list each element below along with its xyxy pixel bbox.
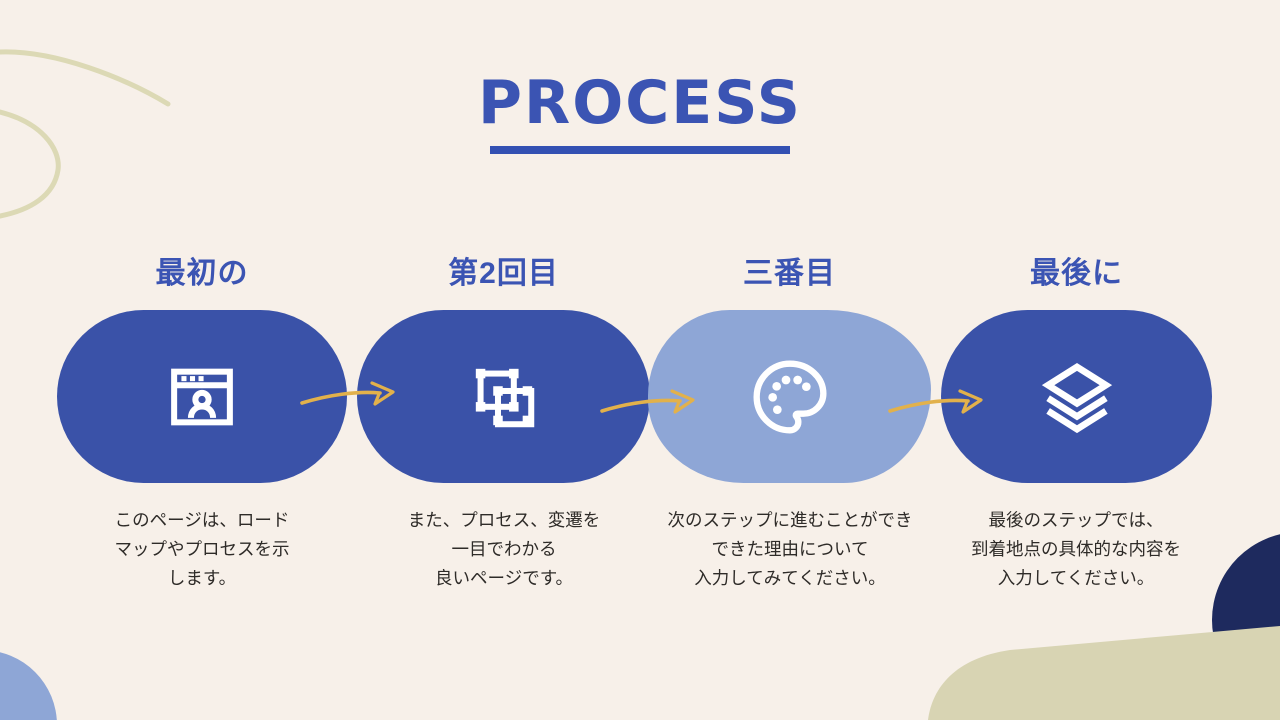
swirl-line-decoration xyxy=(0,49,171,219)
step-2-pill xyxy=(357,310,650,483)
step-3-pill xyxy=(648,310,931,483)
step-3-caption: 次のステップに進むことができ できた理由について 入力してみてください。 xyxy=(667,510,913,589)
arrow-icon xyxy=(300,381,395,406)
step-3-heading: 三番目 xyxy=(743,257,836,290)
step-4-caption: 最後のステップでは、 到着地点の具体的な内容を 入力してください。 xyxy=(971,510,1181,589)
palette-icon xyxy=(750,357,830,437)
layers-icon xyxy=(1039,359,1115,435)
step-2-caption: また、プロセス、変遷を 一目でわかる 良いページです。 xyxy=(407,510,601,589)
page-title: PROCESS xyxy=(478,68,802,138)
step-1-caption: このページは、ロード マップやプロセスを示 します。 xyxy=(114,510,290,589)
step-4-pill xyxy=(941,310,1212,483)
title-underline xyxy=(490,146,790,154)
step-1-heading: 最初の xyxy=(155,257,249,290)
light-circle-decoration xyxy=(0,650,57,720)
step-2-heading: 第2回目 xyxy=(448,257,559,290)
step-4-heading: 最後に xyxy=(1030,257,1123,290)
khaki-blob-decoration xyxy=(928,626,1280,720)
step-1-pill xyxy=(57,310,347,483)
arrow-icon xyxy=(888,389,983,414)
group-frames-icon xyxy=(466,359,542,435)
arrow-icon xyxy=(600,389,695,414)
browser-user-icon xyxy=(164,359,240,435)
